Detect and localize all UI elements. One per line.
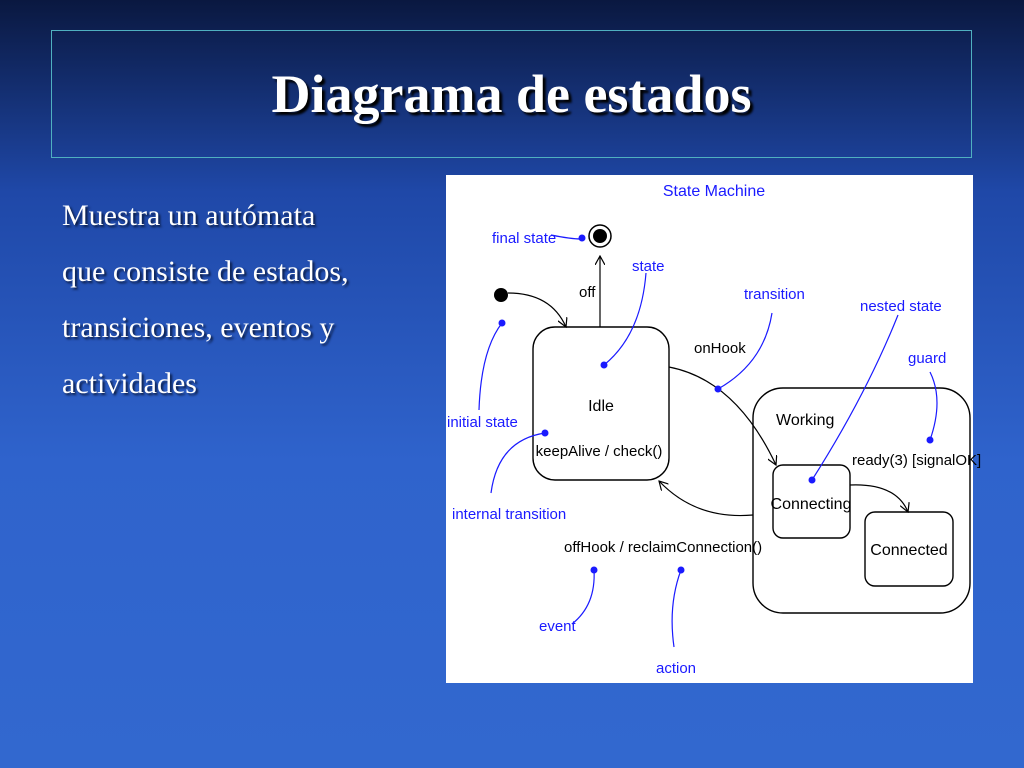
transition-callout [717, 312, 773, 390]
working-state [752, 387, 971, 614]
final-state-annotation: final state [492, 230, 556, 247]
state-callout-dot [600, 361, 608, 369]
initial-state-node [494, 288, 508, 302]
transition-callout-dot [714, 385, 722, 393]
event-annotation: event [539, 618, 577, 635]
connected-state-label: Connected [870, 542, 947, 559]
initial-state-annotation: initial state [447, 414, 518, 431]
event-callout [571, 569, 595, 625]
event-callout-dot [590, 566, 598, 574]
initial-transition-line [507, 292, 566, 327]
onhook-transition-line [668, 366, 776, 465]
diagram-heading: State Machine [663, 183, 765, 200]
idle-internal-transition-label: keepAlive / check() [536, 443, 663, 460]
transition-annotation: transition [744, 286, 805, 303]
action-callout-dot [677, 566, 685, 574]
internal-transition-callout [490, 432, 546, 494]
body-line: que consiste de estados, [62, 255, 349, 288]
slide-title: Diagrama de estados [271, 64, 752, 124]
nested-state-callout-dot [808, 476, 816, 484]
nested-state-callout [811, 314, 899, 481]
ready-transition-label: ready(3) [signalOK] [852, 452, 981, 469]
action-annotation: action [656, 660, 696, 677]
body-line: Muestra un autómata [62, 199, 316, 232]
final-state-node [588, 224, 612, 248]
idle-state-label: Idle [588, 398, 614, 415]
nested-state-annotation: nested state [860, 298, 942, 315]
internal-transition-annotation: internal transition [452, 506, 566, 523]
body-line: transiciones, eventos y [62, 311, 335, 344]
guard-callout-dot [926, 436, 934, 444]
body-line: actividades [62, 367, 197, 400]
connecting-state-label: Connecting [771, 496, 852, 513]
slide-body: Muestra un autómata que consiste de esta… [62, 188, 442, 412]
offhook-transition-line [659, 481, 754, 517]
offhook-transition-label: offHook / reclaimConnection() [564, 539, 762, 556]
state-machine-diagram: State Machine Idle keepAlive / check() W… [446, 175, 981, 683]
guard-callout [929, 371, 938, 441]
action-callout [671, 569, 682, 648]
idle-state [532, 326, 670, 481]
state-callout [603, 272, 647, 366]
initial-state-callout-dot [498, 319, 506, 327]
off-transition-label: off [579, 284, 596, 301]
ready-transition-line [849, 484, 908, 512]
title-frame: Diagrama de estados [51, 30, 972, 158]
onhook-transition-label: onHook [694, 340, 746, 357]
working-state-label: Working [776, 412, 834, 429]
initial-state-callout [478, 322, 503, 411]
internal-transition-callout-dot [541, 429, 549, 437]
connecting-state [772, 464, 851, 539]
final-state-callout-dot [578, 234, 586, 242]
state-annotation: state [632, 258, 665, 275]
guard-annotation: guard [908, 350, 946, 367]
